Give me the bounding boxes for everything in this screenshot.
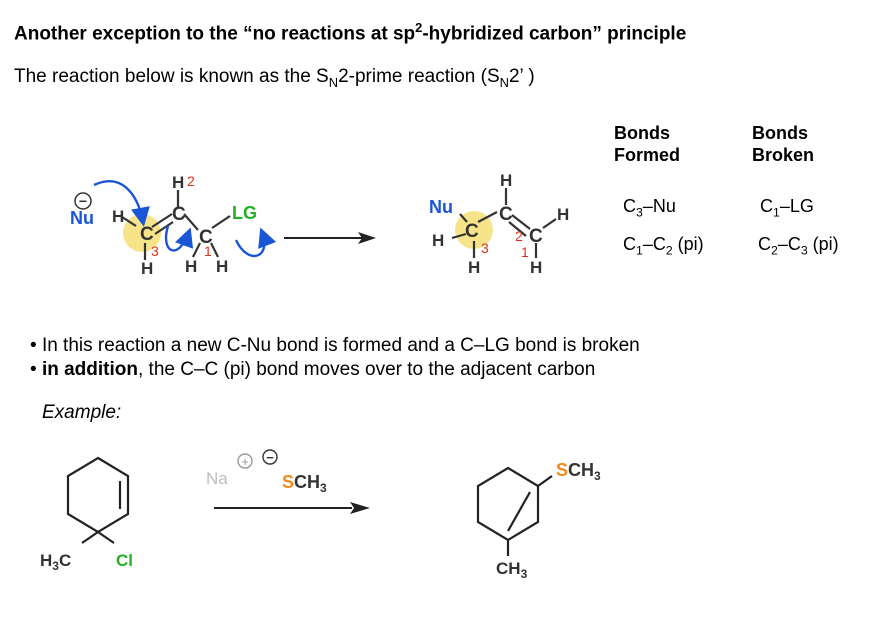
bond-broken-c2-c3-pi: C2–C3 (pi) [758, 234, 839, 258]
carbon-number-1: 1 [521, 244, 529, 260]
curved-arrow-pi-shift [164, 225, 194, 252]
negative-charge-sign: − [79, 193, 87, 209]
negative-charge-sign: − [266, 450, 274, 465]
h-atom: H [112, 207, 124, 226]
h-atom: H [500, 171, 512, 190]
curved-arrow-lg-leave [234, 227, 277, 258]
c1-atom: C [529, 226, 543, 247]
positive-charge-sign: + [241, 454, 249, 469]
carbon-number-2: 2 [515, 228, 523, 244]
negative-charge-icon [74, 192, 92, 210]
c3-atom: C [140, 224, 154, 245]
chlorine-label: Cl [116, 551, 133, 570]
product-bonds [451, 188, 557, 258]
example-reagent: Na + − SCH3 [206, 449, 370, 514]
c3-atom: C [465, 221, 479, 242]
example-product: SCH3 CH3 [476, 460, 601, 581]
h-atom: H [432, 231, 444, 250]
example-label: Example: [42, 402, 122, 423]
bullet-item: • in addition, the C–C (pi) bond moves o… [30, 359, 596, 380]
bullet-item: • In this reaction a new C-Nu bond is fo… [30, 335, 640, 356]
h-atom: H [530, 258, 542, 277]
carbon-number-3: 3 [481, 240, 489, 256]
carbon-number-1: 1 [204, 243, 212, 259]
page-subtitle: The reaction below is known as the SN2-p… [14, 66, 535, 90]
thioether-group-label: SCH3 [556, 460, 601, 483]
h-atom: H [216, 257, 228, 276]
h-atom: H [185, 257, 197, 276]
h-atom: H [557, 205, 569, 224]
product-structure: Nu H C C C H H H H 2 3 1 [429, 171, 569, 277]
positive-charge-icon [237, 453, 253, 469]
methylthiolate-label: SCH3 [282, 472, 327, 495]
methyl-group-label: H3C [40, 551, 71, 573]
sodium-label: Na [206, 469, 228, 488]
bond-formed-c1-c2-pi: C1–C2 (pi) [623, 234, 704, 258]
h-atom: H [141, 259, 153, 278]
example-reactant: H3C Cl [40, 456, 133, 573]
negative-charge-icon [262, 449, 278, 465]
carbon-number-3: 3 [151, 243, 159, 259]
bond-formed-c3-nu: C3–Nu [623, 196, 676, 220]
h-atom: H [172, 173, 184, 192]
leaving-group-label: LG [232, 203, 257, 223]
h-atom: H [468, 258, 480, 277]
curved-arrows [93, 180, 277, 258]
c2-atom: C [499, 204, 513, 225]
methyl-group-label: CH3 [496, 559, 528, 581]
page-title: Another exception to the “no reactions a… [14, 20, 687, 45]
nucleophile-label: Nu [70, 208, 94, 228]
reactant-structure: Nu − H C C C H H H H LG 2 3 1 [70, 173, 277, 278]
bond-broken-c1-lg: C1–LG [760, 196, 814, 220]
c2-atom: C [172, 204, 186, 225]
reaction-arrow [284, 232, 376, 244]
curved-arrow-nu-attack [93, 180, 150, 227]
carbon-number-2: 2 [187, 173, 195, 189]
c1-atom: C [199, 227, 213, 248]
bullet-list: • In this reaction a new C-Nu bond is fo… [30, 334, 640, 382]
nucleophile-label: Nu [429, 197, 453, 217]
example-arrow-head [350, 502, 370, 514]
